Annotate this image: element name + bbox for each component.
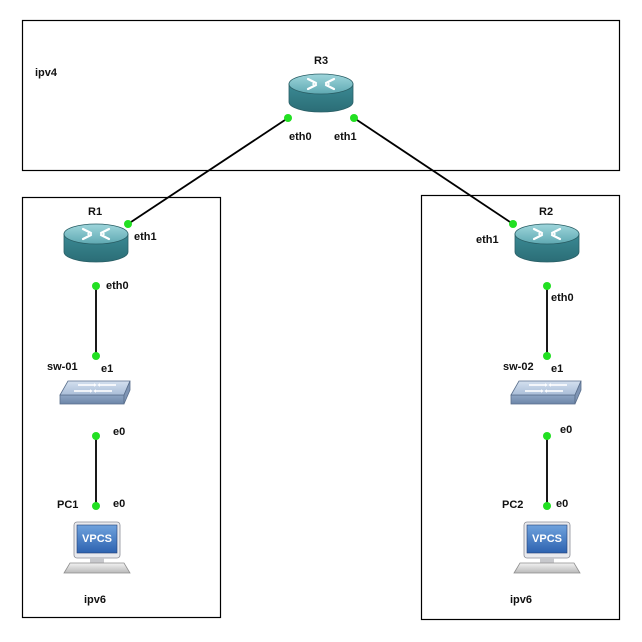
pc-pc1-icon[interactable] (63, 521, 131, 574)
port-label-sw01-e0: e0 (113, 426, 126, 438)
switch-sw01-icon[interactable] (59, 380, 131, 405)
port-label-r1-eth1: eth1 (134, 231, 157, 243)
switch-sw02-icon[interactable] (510, 380, 582, 405)
port-label-r3-eth1: eth1 (334, 131, 357, 143)
port-label-pc1-e0: e0 (113, 498, 126, 510)
left-ipv6-zone-label: ipv6 (84, 594, 107, 606)
port-label-sw02-e0: e0 (560, 424, 573, 436)
router-r1-icon[interactable] (62, 222, 130, 264)
port-label-sw01-e1: e1 (101, 363, 114, 375)
link-r3-r1[interactable] (127, 117, 289, 225)
port-label-r2-eth1: eth1 (476, 234, 499, 246)
port-r3-eth0-dot (284, 114, 292, 122)
port-sw02-e1-dot (543, 352, 551, 360)
port-sw02-e0-dot (543, 432, 551, 440)
router-r2-icon[interactable] (513, 222, 581, 264)
port-sw01-e1-dot (92, 352, 100, 360)
ipv4-zone (21, 19, 621, 172)
node-label-r3[interactable]: R3 (314, 55, 329, 67)
port-r2-eth0-dot (543, 282, 551, 290)
port-label-r3-eth0: eth0 (289, 131, 312, 143)
port-pc2-e0-dot (543, 502, 551, 510)
node-label-r1[interactable]: R1 (88, 206, 103, 218)
pc1-screen-text: VPCS (82, 533, 112, 545)
right-ipv6-zone-label: ipv6 (510, 594, 533, 606)
node-label-sw01[interactable]: sw-01 (47, 361, 78, 373)
ipv4-zone-label: ipv4 (35, 67, 58, 79)
port-label-r1-eth0: eth0 (106, 280, 129, 292)
port-r2-eth1-dot (509, 220, 517, 228)
left-ipv6-zone (21, 196, 222, 619)
port-label-pc2-e0: e0 (556, 498, 569, 510)
port-pc1-e0-dot (92, 502, 100, 510)
port-label-r2-eth0: eth0 (551, 292, 574, 304)
right-ipv6-zone (420, 194, 621, 621)
port-r1-eth0-dot (92, 282, 100, 290)
link-r3-r2[interactable] (353, 117, 514, 225)
port-label-sw02-e1: e1 (551, 363, 564, 375)
port-r1-eth1-dot (124, 220, 132, 228)
node-label-pc2[interactable]: PC2 (502, 499, 524, 511)
node-label-pc1[interactable]: PC1 (57, 499, 79, 511)
router-r3-icon[interactable] (287, 72, 355, 114)
pc2-screen-text: VPCS (532, 533, 562, 545)
port-r3-eth1-dot (350, 114, 358, 122)
pc-pc2-icon[interactable] (513, 521, 581, 574)
port-sw01-e0-dot (92, 432, 100, 440)
node-label-r2[interactable]: R2 (539, 206, 554, 218)
node-label-sw02[interactable]: sw-02 (503, 361, 534, 373)
